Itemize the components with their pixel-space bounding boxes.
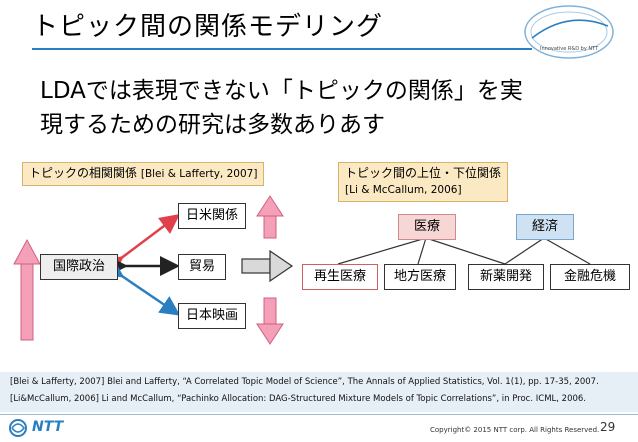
- left-up-arrow: [13, 238, 41, 341]
- red-correlation-arrow: [102, 214, 180, 276]
- ntt-brand-icon: [9, 419, 27, 437]
- parent-node-1: 医療: [398, 214, 456, 240]
- blue-correlation-arrow: [102, 258, 181, 316]
- parent-node-2: 経済: [516, 214, 574, 240]
- page-title: トピック間の関係モデリング: [32, 12, 384, 42]
- reference-2: [Li&McCallum, 2006] Li and McCallum, “Pa…: [10, 394, 586, 404]
- node-1: 日米関係: [178, 203, 246, 229]
- references-box: [0, 372, 638, 412]
- title-underline: [32, 48, 532, 50]
- right-panel-label: トピック間の上位・下位関係 [Li & McCallum, 2006]: [338, 162, 509, 202]
- child-node-4: 金融危機: [550, 264, 630, 290]
- transition-arrow: [241, 249, 294, 283]
- child-node-2: 地方医療: [384, 264, 456, 290]
- ntt-logo-mark: [524, 5, 614, 59]
- logo-caption: Innovative R&D by NTT: [540, 46, 599, 52]
- node-3: 日本映画: [178, 303, 246, 329]
- node-2: 貿易: [178, 254, 226, 280]
- left-panel-label-text: トピックの相関関係: [29, 166, 138, 180]
- ntt-logo: Innovative R&D by NTT: [518, 2, 620, 64]
- left-panel-label: トピックの相関関係 [Blei & Lafferty, 2007]: [22, 162, 265, 186]
- node-center: 国際政治: [40, 254, 118, 280]
- ntt-brand-text: NTT: [32, 419, 64, 435]
- ntt-brand: NTT: [8, 418, 88, 438]
- right-up-arrow: [256, 195, 284, 239]
- footer-divider: [0, 414, 638, 415]
- right-down-arrow: [256, 297, 284, 345]
- page-number: 29: [600, 420, 616, 434]
- left-panel-ref: [Blei & Lafferty, 2007]: [140, 168, 258, 180]
- copyright: Copyright© 2015 NTT corp. All Rights Res…: [430, 426, 600, 434]
- hierarchy-lines: [337, 237, 591, 265]
- child-node-3: 新薬開発: [468, 264, 544, 290]
- right-panel-ref: [Li & McCallum, 2006]: [345, 184, 462, 196]
- reference-1: [Blei & Lafferty, 2007] Blei and Laffert…: [10, 377, 599, 387]
- right-panel-label-text: トピック間の上位・下位関係: [345, 166, 502, 180]
- child-node-1: 再生医療: [302, 264, 378, 290]
- lead-text: LDAでは表現できない「トピックの関係」を実 現するための研究は多数ありあす: [40, 74, 600, 142]
- lead-line-2: 現するための研究は多数ありあす: [40, 112, 385, 138]
- lead-line-1: LDAでは表現できない「トピックの関係」を実: [40, 78, 523, 104]
